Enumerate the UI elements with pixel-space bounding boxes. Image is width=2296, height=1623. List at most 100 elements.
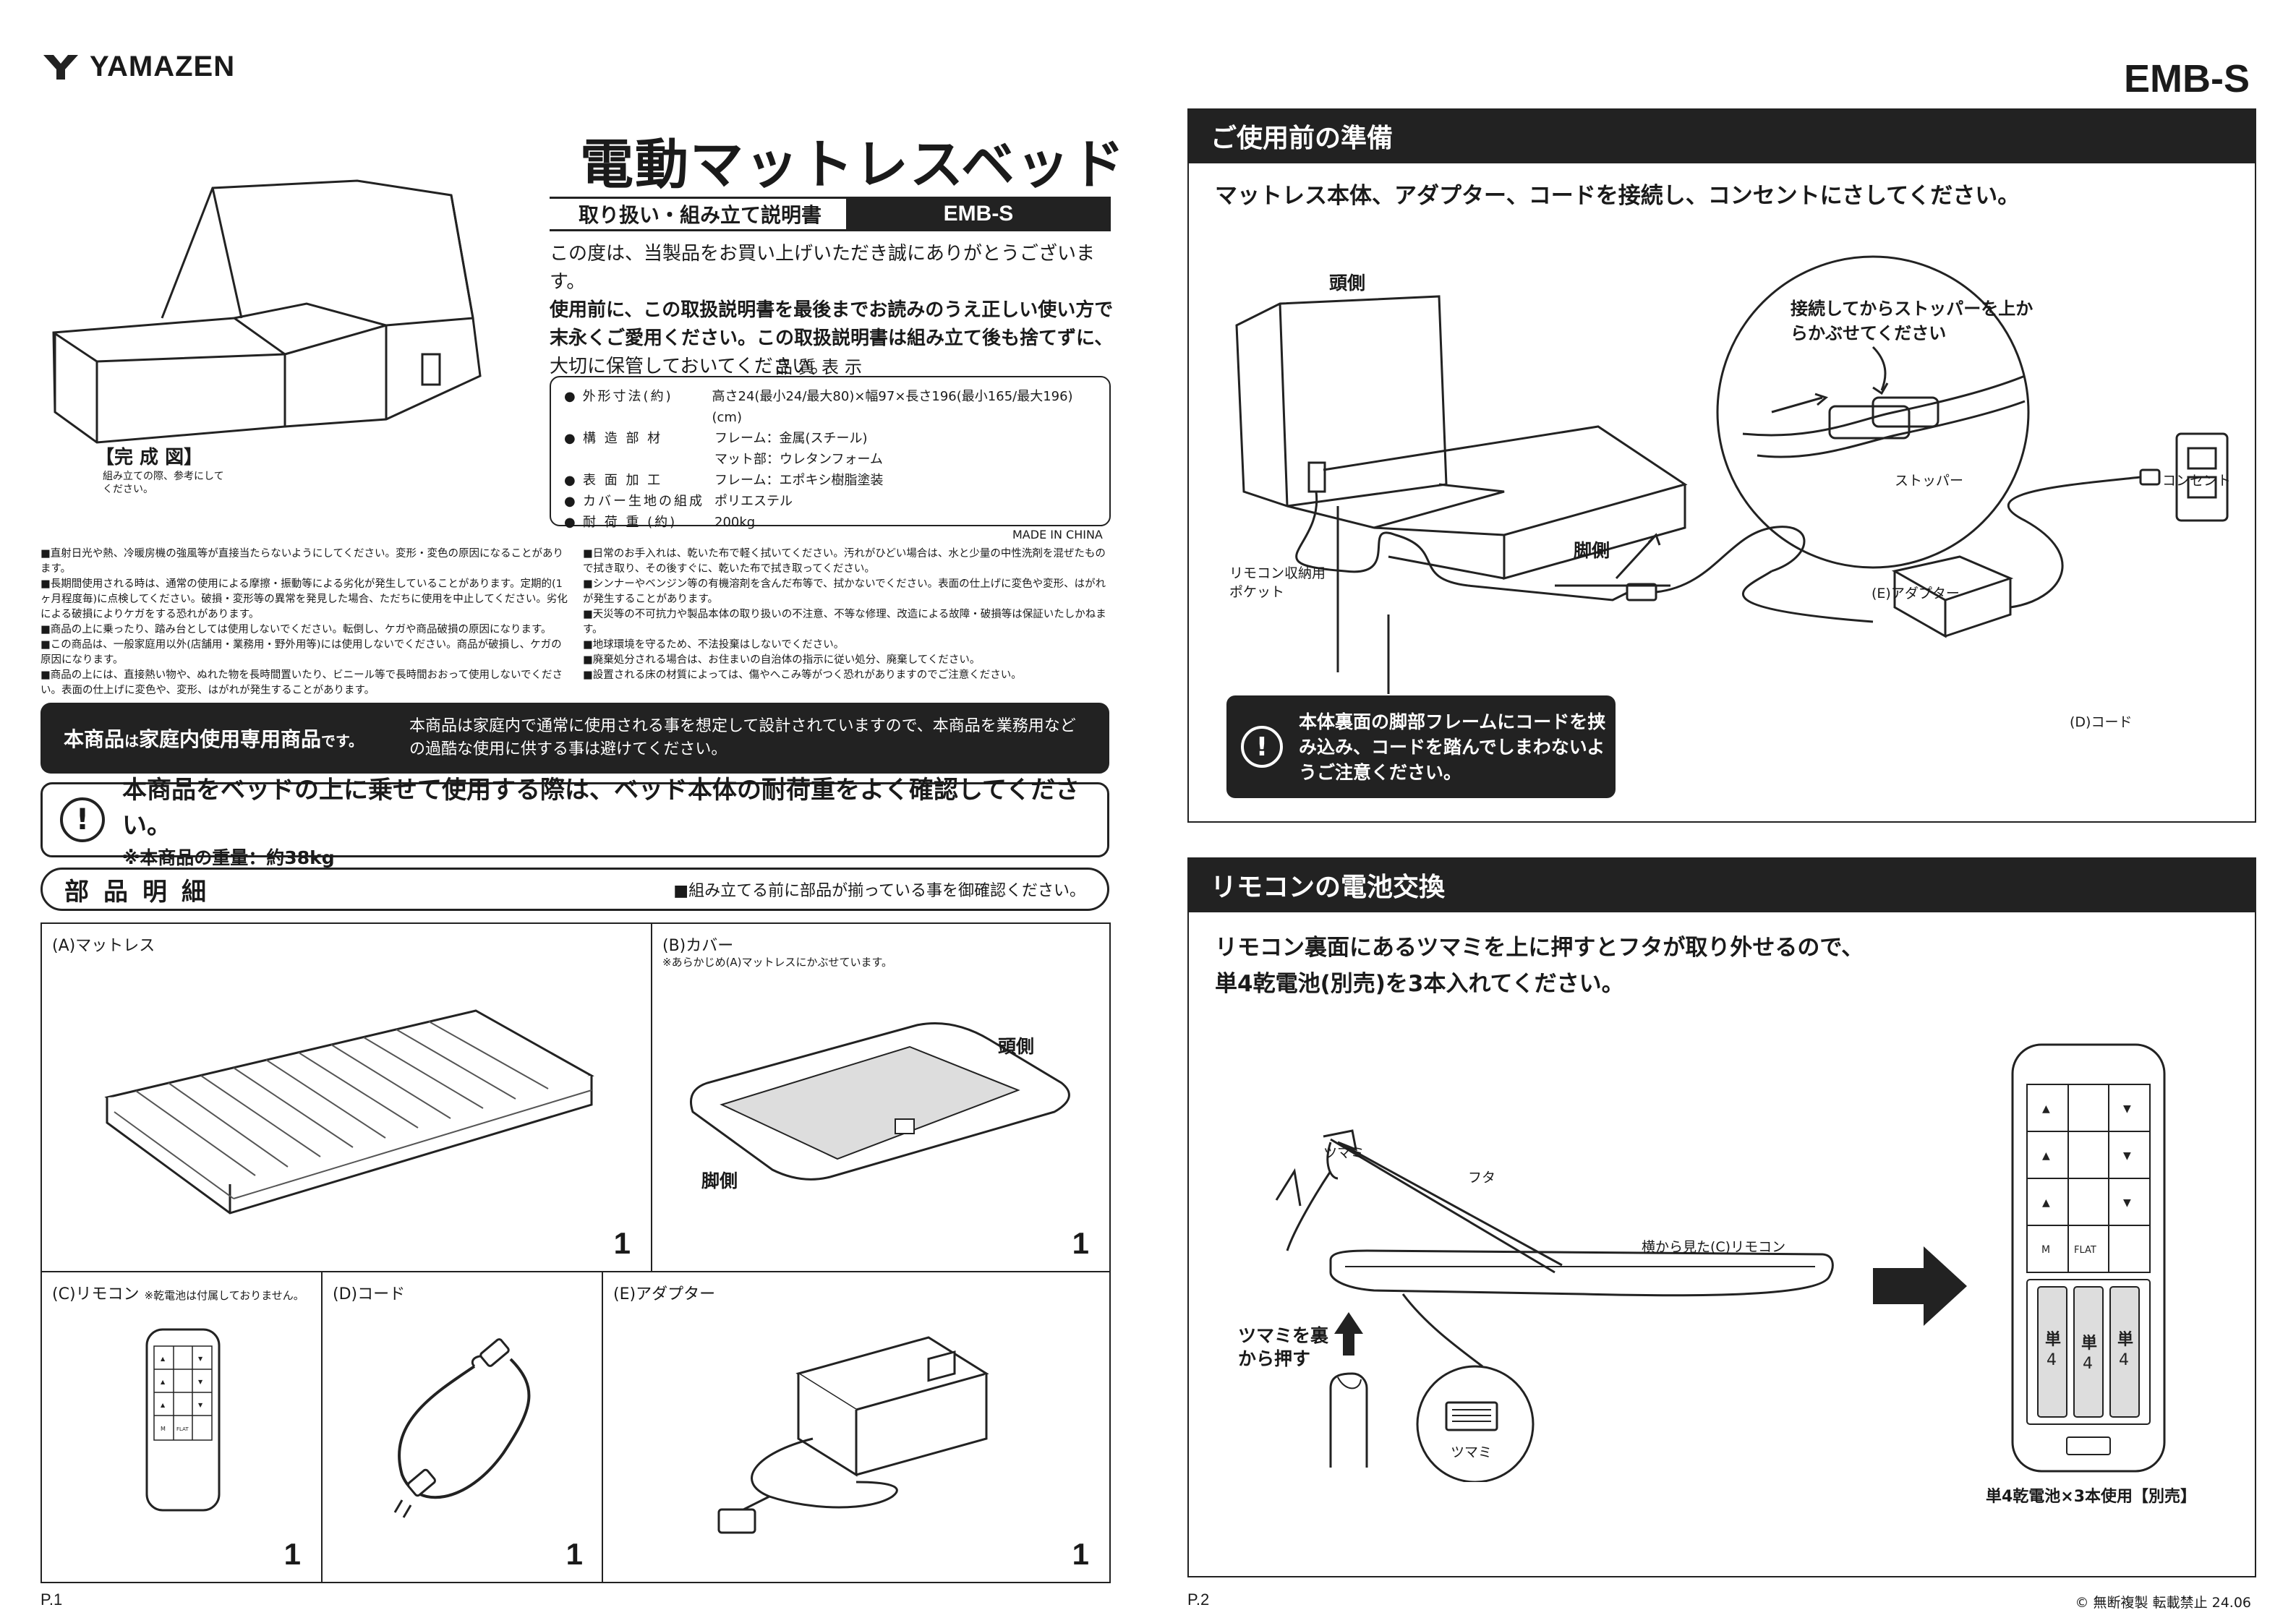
intro-line: 末永くご愛用ください。この取扱説明書は組み立て後も捨てずに、 [550,327,1114,349]
svg-text:▲: ▲ [2042,1150,2050,1162]
home-use-banner: 本商品は家庭内使用専用商品です。 本商品は家庭内で通常に使用される事を想定して設… [40,703,1109,774]
subtitle-bar: 取り扱い・組み立て説明書 EMB-S [550,197,1111,231]
battery-section [1187,912,2256,1577]
note-item: ■設置される床の材質によっては、傷やへこみ等がつく恐れがありますのでご注意くださ… [583,669,1022,681]
svg-text:M: M [2041,1244,2050,1256]
adapter-label: (E)アダプター [1872,586,1960,601]
battery-instruction: リモコン裏面にあるツマミを上に押すとフタが取り外せるので、 単4乾電池(別売)を… [1215,935,1864,997]
quality-row: ●構 造 部 材フレーム：金属(スチール) [564,431,868,446]
quality-row: ●外形寸法(約)高さ24(最小24/最大80)×幅97×長さ196(最小165/… [564,389,1073,425]
note-item: ■地球環境を守るため、不法投棄はしないでください。 [583,639,845,651]
brand-name: YAMAZEN [90,51,236,82]
made-in: MADE IN CHINA [1012,528,1103,541]
cord-caution: ! 本体裏面の脚部フレームにコードを挟み込み、コードを踏んでしまわないようご注意… [1226,695,1616,798]
svg-text:▲: ▲ [2042,1103,2050,1115]
tsumami-zoom-label: ツマミ [1451,1444,1493,1460]
note-item: ■長期間使用される時は、通常の使用による摩擦・振動等による劣化が発生していること… [40,578,568,620]
quality-row: ●カバー生地の組成ポリエステル [564,494,793,509]
parts-grid: (A)マットレス 1 (B)カバー ※あらかじめ(A)マットレスにかぶせています… [40,922,1111,1583]
intro-line: 大切に保管しておいてください。 [550,356,829,377]
prep-diagram [1235,255,2229,694]
yamazen-logo-icon [43,54,78,80]
note-item: ■天災等の不可抗力や製品本体の取り扱いの不注意、不等な修理、改造による故障・破損… [583,609,1106,635]
side-view-label: 横から見た(C)リモコン [1642,1239,1786,1255]
complete-bed-illustration [52,179,482,444]
quality-row: マット部：ウレタンフォーム [714,452,883,467]
prep-section [1187,163,2256,823]
prep-foot-label: 脚側 [1574,540,1610,561]
part-b-cell: (B)カバー ※あらかじめ(A)マットレスにかぶせています。 頭側 脚側 1 [651,922,1111,1272]
part-d-label: (D)コード [333,1285,406,1303]
svg-text:単: 単 [2081,1334,2097,1353]
svg-text:▲: ▲ [161,1379,166,1385]
prep-instruction: マットレス本体、アダプター、コードを接続し、コンセントにさしてください。 [1215,183,2020,209]
model-number: EMB-S [2124,57,2250,100]
outlet-label: コンセント [2162,473,2232,489]
part-e-label: (E)アダプター [613,1285,716,1303]
exclamation-icon: ! [1241,726,1283,768]
intro-line: この度は、当製品をお買い上げいただき誠にありがとうございます。 [550,243,1096,293]
home-use-text: 本商品は家庭内で通常に使用される事を想定して設計されていますので、本商品を業務用… [409,717,1076,758]
svg-text:単: 単 [2117,1330,2133,1349]
complete-figure-note: 組み立ての際、参考にしてください。 [103,471,224,495]
subtitle-model: EMB-S [846,199,1111,229]
battery-caption: 単4乾電池×3本使用【別売】 [1986,1488,2197,1506]
push-label: ツマミを裏から押す [1238,1325,1329,1369]
parts-note: ■組み立てる前に部品が揃っている事を御確認ください。 [673,882,1085,900]
cord-caution-text: 本体裏面の脚部フレームにコードを挟み込み、コードを踏んでしまわないようご注意くだ… [1299,711,1606,783]
intro-text: この度は、当製品をお買い上げいただき誠にありがとうございます。 使用前に、この取… [550,240,1121,381]
adapter-illustration [717,1336,989,1534]
svg-text:M: M [161,1426,166,1432]
note-item: ■廃棄処分される場合は、お住まいの自治体の指示に従い処分、廃棄してください。 [583,654,981,666]
svg-text:▼: ▼ [198,1379,203,1385]
svg-text:▼: ▼ [2123,1103,2131,1115]
svg-text:▼: ▼ [198,1402,203,1408]
part-b-note: ※あらかじめ(A)マットレスにかぶせています。 [662,956,893,969]
brand-logo: YAMAZEN [42,51,235,83]
weight-warning: ! 本商品をベッドの上に乗せて使用する際は、ベッド本体の耐荷重をよく確認してくだ… [40,776,1109,868]
prep-head-label: 頭側 [1329,273,1366,294]
svg-text:▼: ▼ [2123,1197,2131,1209]
svg-text:FLAT: FLAT [176,1426,189,1432]
part-d-qty: 1 [566,1537,583,1571]
battery-header: リモコンの電池交換 [1187,857,2256,912]
svg-text:▲: ▲ [161,1402,166,1408]
svg-text:4: 4 [2119,1351,2129,1369]
note-item: ■日常のお手入れは、乾いた布で軽く拭いてください。汚れがひどい場合は、水と少量の… [583,548,1106,575]
svg-text:▲: ▲ [2042,1197,2050,1209]
cover-head-label: 頭側 [998,1036,1035,1057]
part-a-qty: 1 [613,1226,631,1260]
right-arrow-icon [1873,1246,1967,1326]
mattress-illustration [104,1009,594,1215]
stopper-label: ストッパー [1895,473,1964,489]
part-e-cell: (E)アダプター 1 [602,1271,1111,1583]
quality-row: ●表 面 加 工フレーム：エポキシ樹脂塗装 [564,473,884,488]
parts-title: 部品明細 [64,877,221,907]
part-c-qty: 1 [283,1537,301,1571]
notes-left: ■直射日光や熱、冷暖房機の強風等が直接当たらないようにしてください。変形・変色の… [40,547,568,698]
cover-foot-label: 脚側 [701,1170,738,1191]
parts-header: 部品明細 ■組み立てる前に部品が揃っている事を御確認ください。 [40,868,1109,911]
note-item: ■直射日光や熱、冷暖房機の強風等が直接当たらないようにしてください。変形・変色の… [40,548,564,575]
svg-text:▲: ▲ [161,1356,166,1362]
tsumami-label: ツマミ [1323,1145,1365,1161]
quality-table: ●外形寸法(約)高さ24(最小24/最大80)×幅97×長さ196(最小165/… [550,376,1111,530]
part-a-cell: (A)マットレス 1 [40,922,652,1272]
note-item: ■シンナーやベンジン等の有機溶剤を含んだ布等で、拭かないでください。表面の仕上げ… [583,578,1106,605]
battery-cover-diagram [1275,1129,1834,1482]
svg-text:▼: ▼ [2123,1150,2131,1162]
warning-sub: ※本商品の重量：約38kg [122,847,335,868]
home-use-title: 本商品は家庭内使用専用商品です。 [64,727,364,751]
quality-row: ●耐 荷 重 (約)200kg [564,515,756,530]
complete-figure-label: 【完 成 図】 [95,447,203,468]
svg-text:4: 4 [2047,1351,2057,1369]
svg-text:FLAT: FLAT [2074,1245,2096,1256]
intro-line: 使用前に、この取扱説明書を最後までお読みのうえ正しい使い方で [550,299,1114,321]
copyright: © 無断複製 転載禁止 24.06 [2075,1595,2251,1611]
page-number-2: P.2 [1187,1590,1210,1609]
warning-main: 本商品をベッドの上に乗せて使用する際は、ベッド本体の耐荷重をよく確認してください… [122,776,1080,840]
part-a-label: (A)マットレス [52,937,155,955]
